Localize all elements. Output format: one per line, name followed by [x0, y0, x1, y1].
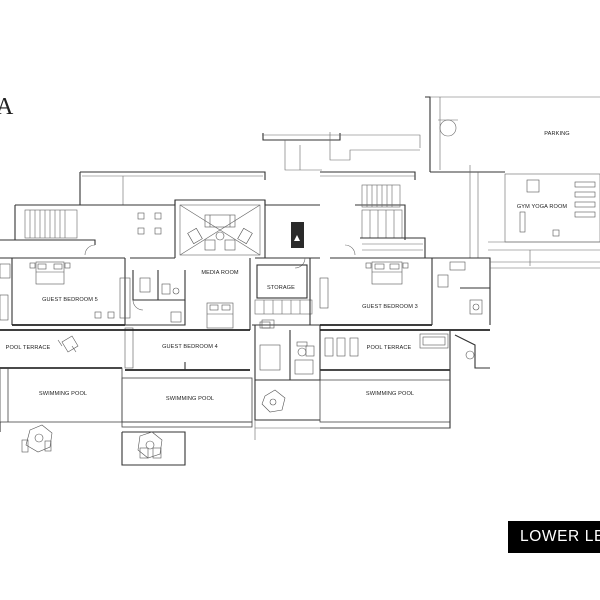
label-pool-terrace-right: POOL TERRACE — [367, 345, 412, 351]
brand-logo-fragment: A — [0, 94, 14, 120]
label-pool-terrace-left: POOL TERRACE — [6, 345, 51, 351]
north-structures — [79, 96, 600, 266]
level-label-badge: LOWER LE — [508, 521, 600, 553]
media-room — [137, 200, 266, 258]
label-guest-bedroom-5: GUEST BEDROOM 5 — [42, 297, 98, 303]
pool-terraces — [0, 329, 490, 371]
label-swimming-pool-right: SWIMMING POOL — [366, 391, 414, 397]
media-console — [291, 222, 304, 248]
label-guest-bedroom-4: GUEST BEDROOM 4 — [162, 344, 218, 350]
label-guest-bedroom-3: GUEST BEDROOM 3 — [362, 304, 418, 310]
label-swimming-pool-center: SWIMMING POOL — [166, 396, 214, 402]
main-walls — [0, 184, 470, 269]
label-swimming-pool-left: SWIMMING POOL — [39, 391, 87, 397]
label-gym-yoga-room: GYM YOGA ROOM — [517, 204, 568, 210]
label-storage: STORAGE — [267, 285, 295, 291]
room-labels: PARKING GYM YOGA ROOM MEDIA ROOM STORAGE… — [6, 131, 570, 402]
label-parking: PARKING — [544, 131, 569, 137]
label-media-room: MEDIA ROOM — [201, 270, 239, 276]
guest-bedroom-4 — [122, 258, 251, 371]
guest-bedroom-3 — [259, 257, 600, 329]
swimming-pools — [0, 367, 451, 466]
guest-bedroom-5 — [0, 258, 131, 326]
